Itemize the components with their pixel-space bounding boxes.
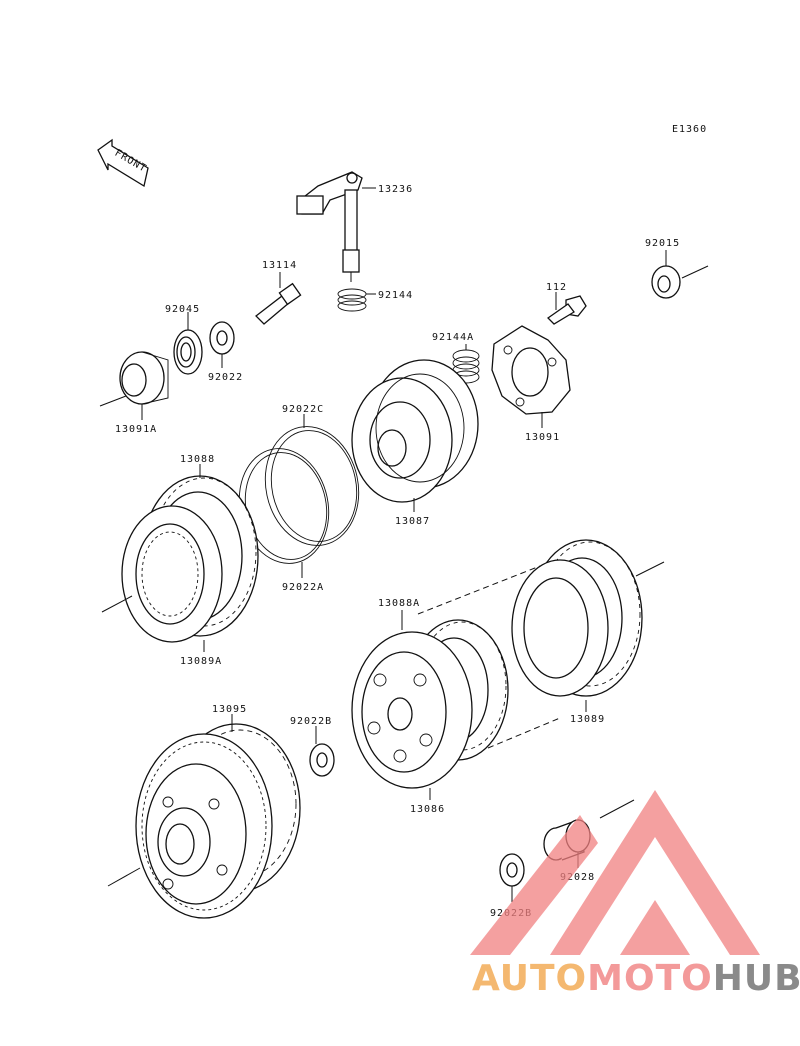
label-92022: 92022 xyxy=(208,372,243,383)
label-13236: 13236 xyxy=(378,184,413,195)
label-13088: 13088 xyxy=(180,454,215,465)
label-13087: 13087 xyxy=(395,516,430,527)
part-13089A-steel-plate xyxy=(121,505,223,643)
label-13089: 13089 xyxy=(570,714,605,725)
label-92022C: 92022C xyxy=(282,404,324,415)
assembly-line-bottom xyxy=(487,717,561,749)
label-112: 112 xyxy=(546,282,567,293)
label-92015: 92015 xyxy=(645,238,680,249)
part-92022-washer xyxy=(209,321,235,355)
leader-13091A-arrow xyxy=(99,395,127,407)
part-92022B-washer-top xyxy=(309,743,335,777)
diagram-code: E1360 xyxy=(672,124,707,135)
label-92144: 92144 xyxy=(378,290,413,301)
watermark-part-hub: HUB xyxy=(712,958,800,999)
leader-92028-arrow xyxy=(599,799,635,819)
part-92015-nut xyxy=(651,265,681,299)
watermark-part-moto: MOTO xyxy=(587,958,713,999)
watermark-part-auto: AUTO xyxy=(472,958,588,999)
label-13114: 13114 xyxy=(262,260,297,271)
label-92022B-top: 92022B xyxy=(290,716,332,727)
watermark-logo-icon xyxy=(470,790,760,955)
part-13095-clutch-housing xyxy=(135,723,301,919)
leader-13095-arrow xyxy=(107,867,141,887)
part-13091A-cap xyxy=(119,351,169,405)
part-92022B-washer-bottom xyxy=(499,853,525,887)
part-92022C-ring xyxy=(264,426,360,546)
label-13086: 13086 xyxy=(410,804,445,815)
label-92045: 92045 xyxy=(165,304,200,315)
label-13088A: 13088A xyxy=(378,598,420,609)
leader-13089-arrow xyxy=(635,561,665,577)
leader-92015-arrow xyxy=(681,265,709,279)
label-92144A: 92144A xyxy=(432,332,474,343)
part-112-bolt xyxy=(546,295,587,325)
label-92028: 92028 xyxy=(560,872,595,883)
part-13114-pin xyxy=(255,282,302,325)
label-13095: 13095 xyxy=(212,704,247,715)
label-13091A: 13091A xyxy=(115,424,157,435)
part-13086-pressure-disc xyxy=(351,631,473,789)
assembly-line-top xyxy=(417,565,541,615)
label-13089A: 13089A xyxy=(180,656,222,667)
front-arrow-icon: FRONT xyxy=(97,138,149,188)
part-13236-lever xyxy=(296,171,363,282)
label-92022A: 92022A xyxy=(282,582,324,593)
part-13091-pressure-plate xyxy=(491,325,571,415)
part-13087-clutch-hub xyxy=(351,359,479,503)
label-13091: 13091 xyxy=(525,432,560,443)
part-92045-bearing xyxy=(173,329,203,375)
leader-13089A-arrow xyxy=(101,595,133,613)
part-13089-plate-stack xyxy=(511,539,643,697)
part-92144-spring xyxy=(337,288,367,312)
watermark-text: AUTOMOTOHUB xyxy=(472,958,800,999)
